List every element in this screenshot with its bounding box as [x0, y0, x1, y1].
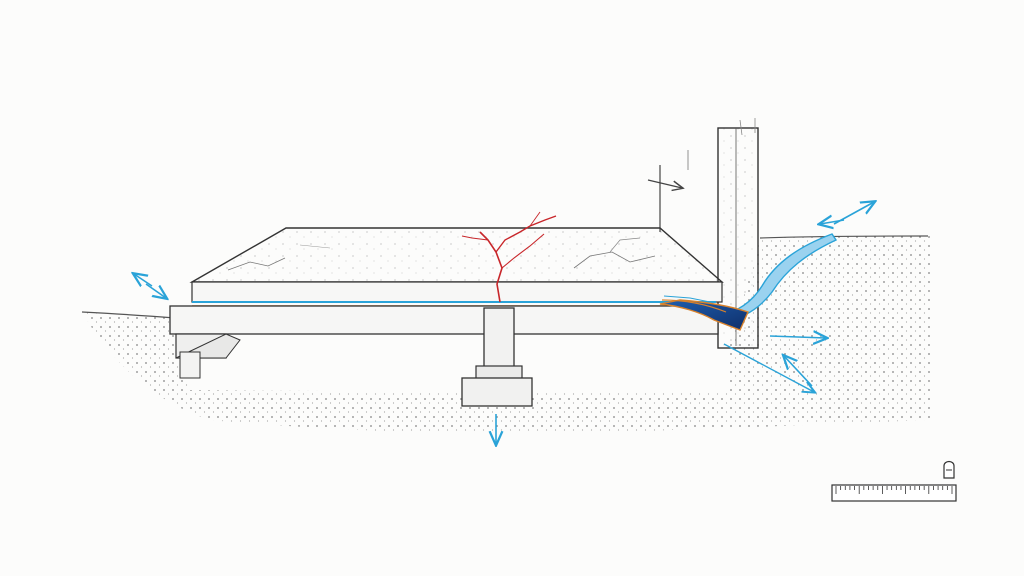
arrow-icon	[134, 274, 153, 286]
water-flow-arrows	[134, 202, 874, 444]
ruler-icon	[835, 486, 953, 494]
pier-footing	[461, 307, 533, 407]
arrow-icon	[723, 343, 814, 392]
footing-beam	[169, 305, 719, 379]
structural-crack	[461, 211, 557, 303]
arrow-icon	[769, 336, 826, 338]
arrow-icon	[145, 283, 166, 298]
concrete-slab	[189, 227, 724, 303]
scale-bar	[831, 460, 957, 502]
arrow-icon	[820, 220, 845, 224]
arrow-icon	[784, 356, 813, 387]
arrow-icon	[647, 179, 682, 188]
water-intrusion	[659, 233, 838, 331]
